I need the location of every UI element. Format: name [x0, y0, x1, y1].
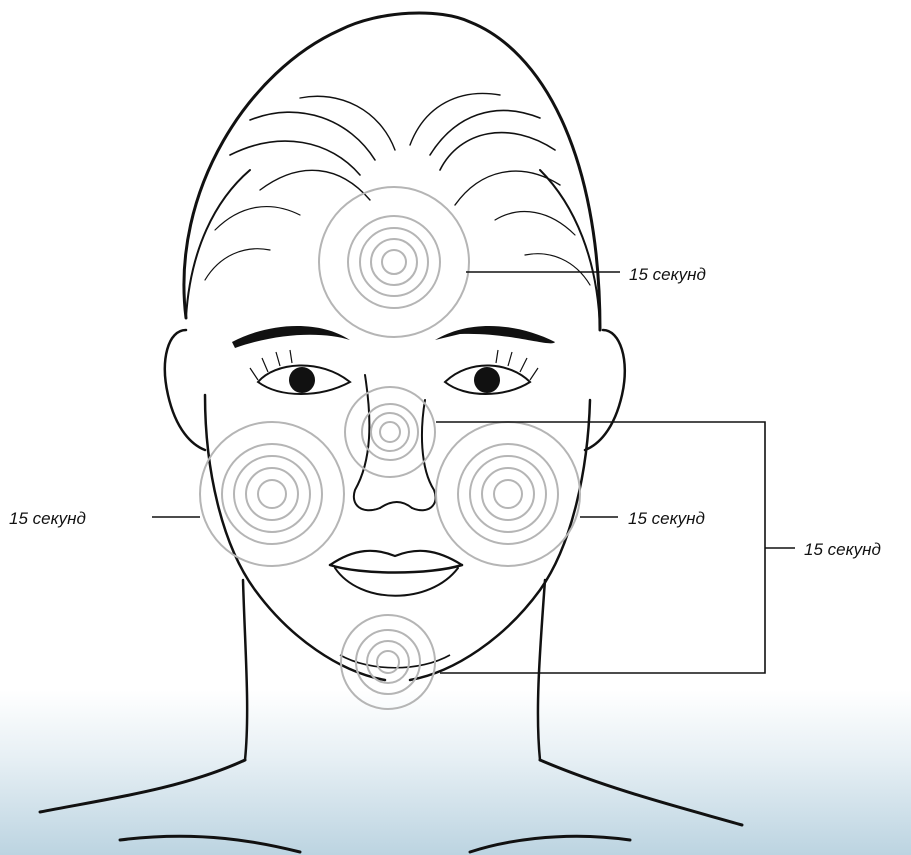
face-outline — [40, 13, 742, 852]
forehead-duration-label: 15 секунд — [629, 265, 706, 285]
forehead-zone — [319, 187, 469, 337]
chin-zone — [341, 615, 435, 709]
right-cheek-duration-label: 15 секунд — [628, 509, 705, 529]
left-cheek-duration-label: 15 секунд — [9, 509, 86, 529]
lips — [330, 551, 462, 596]
left-cheek-zone — [200, 422, 344, 566]
right-cheek-zone — [436, 422, 580, 566]
center-group-duration-label: 15 секунд — [804, 540, 881, 560]
nose — [354, 375, 436, 510]
center-bracket-line — [436, 422, 765, 673]
